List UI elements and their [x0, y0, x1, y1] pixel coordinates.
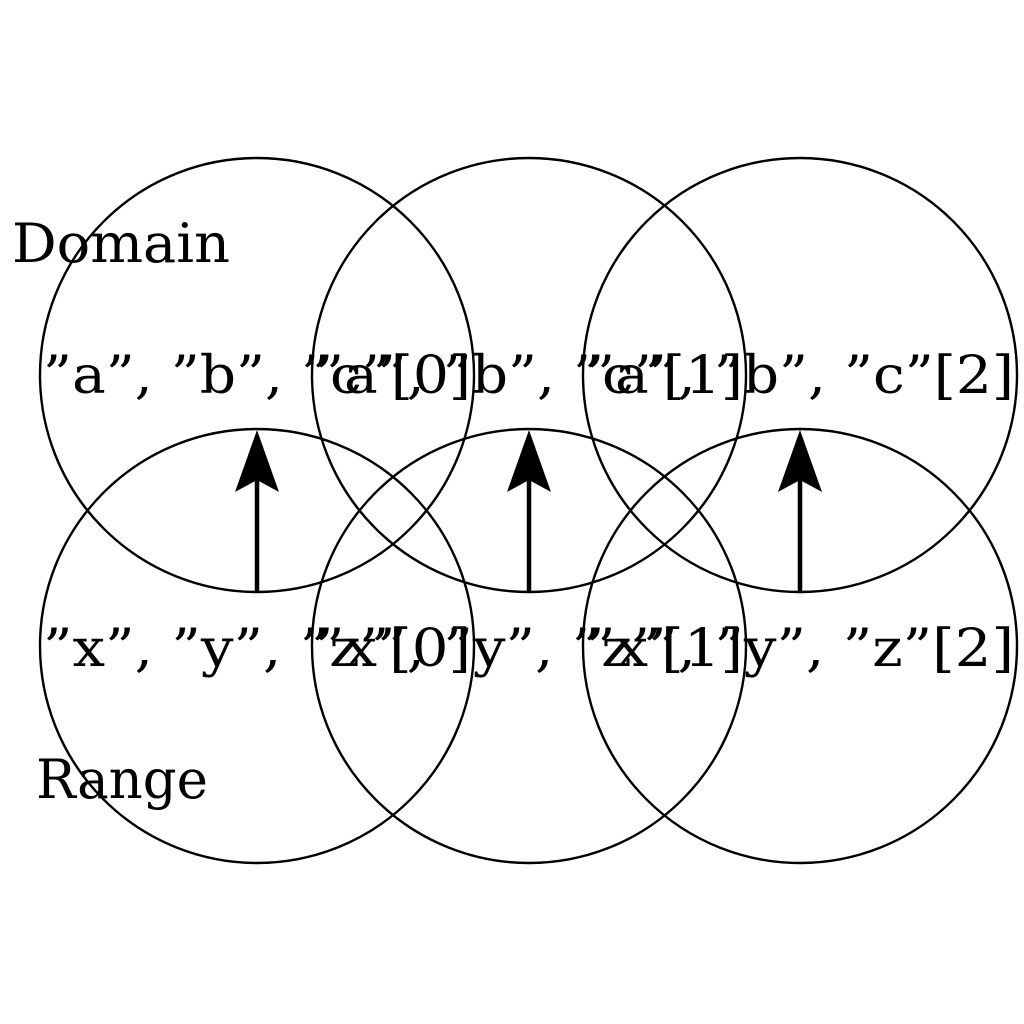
domain-label: Domain [12, 212, 230, 275]
range-element-1: ”x”, ”y”, ”z”[1] [315, 619, 743, 679]
range-circle-2 [581, 427, 1019, 865]
domain-element-1: ”a”, ”b”, ”c”[1] [315, 346, 743, 406]
range-label: Range [36, 748, 208, 811]
range-circle-0 [38, 427, 476, 865]
domain-element-2: ”a”, ”b”, ”c”[2] [586, 346, 1014, 406]
domain-element-0: ”a”, ”b”, ”c”[0] [43, 346, 471, 406]
range-circle-1 [310, 427, 748, 865]
range-element-2: ”x”, ”y”, ”z”[2] [586, 619, 1014, 679]
arrow-2 [778, 430, 822, 593]
arrow-1 [507, 430, 551, 593]
arrow-0 [235, 430, 279, 593]
range-element-0: ”x”, ”y”, ”z”[0] [43, 619, 471, 679]
